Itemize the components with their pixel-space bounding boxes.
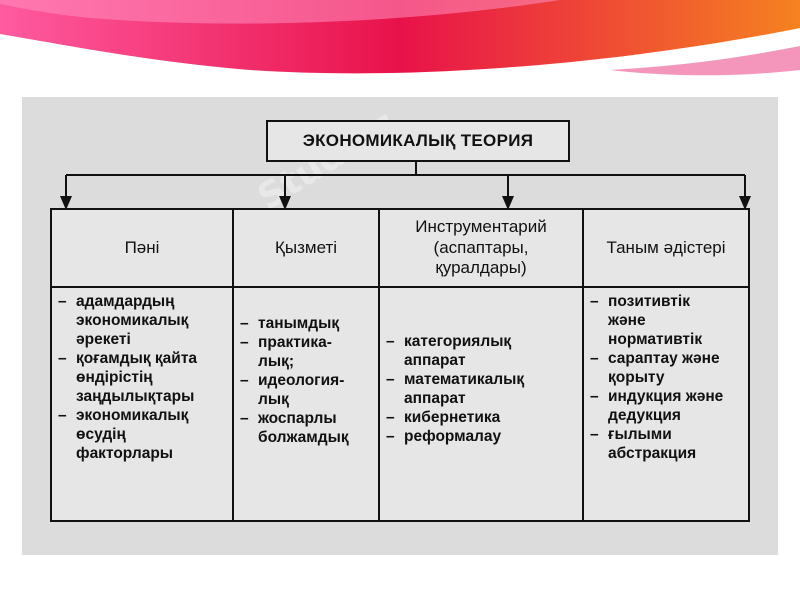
list-item: –адамдардың экономикалық әрекеті — [58, 293, 189, 348]
column-body-instrumentarii: –категориялық аппарат –математикалық апп… — [380, 288, 582, 520]
right-swoosh-shape — [610, 46, 800, 76]
column-divider — [232, 210, 234, 520]
list-item: –идеология- лық — [240, 372, 345, 408]
list-item: –кибернетика — [386, 409, 501, 426]
list-item: –позитивтік және нормативтік — [590, 293, 703, 348]
list-item: –ғылыми абстракция — [590, 426, 697, 462]
list-item: –жоспарлы болжамдық — [240, 410, 349, 446]
diagram-table: Пәні Қызметі Инструментарий (аспаптары, … — [50, 208, 750, 522]
list-item: –танымдық — [240, 315, 340, 332]
arrowhead-icon — [60, 196, 72, 210]
column-body-kyzmeti: –танымдық –практика- лық; –идеология- лы… — [234, 288, 378, 520]
list-item: –практика- лық; — [240, 334, 332, 370]
list-item: –экономикалық өсудің факторлары — [58, 407, 189, 462]
column-header-text: Қызметі — [274, 237, 338, 257]
column-body-pani: –адамдардың экономикалық әрекеті –қоғамд… — [52, 288, 232, 520]
arrowhead-icon — [502, 196, 514, 210]
column-divider — [378, 210, 380, 520]
column-body-tanym: –позитивтік және нормативтік –сараптау ж… — [584, 288, 748, 520]
arrowhead-icon — [739, 196, 751, 210]
column-header-instrumentarii: Инструментарий (аспаптары, қуралдары) — [380, 210, 582, 286]
list-item: –категориялық аппарат — [386, 333, 512, 369]
diagram-title: ЭКОНОМИКАЛЫҚ ТЕОРИЯ — [266, 120, 570, 162]
list-item: –сараптау және қорыту — [590, 350, 720, 386]
column-header-text: Инструментарий (аспаптары, қуралдары) — [415, 217, 547, 278]
column-header-text: Таным әдістері — [606, 237, 726, 257]
list-item: –қоғамдық қайта өндірістің заңдылықтары — [58, 350, 198, 405]
list-item: –индукция және дедукция — [590, 388, 724, 424]
column-divider — [582, 210, 584, 520]
column-header-tanym: Таным әдістері — [584, 210, 748, 286]
column-header-text: Пәні — [124, 237, 160, 257]
top-swoosh-highlight — [0, 0, 560, 24]
list-item: –реформалау — [386, 428, 502, 445]
list-item: –математикалық аппарат — [386, 371, 525, 407]
column-header-pani: Пәні — [52, 210, 232, 286]
column-header-kyzmeti: Қызметі — [234, 210, 378, 286]
header-divider — [52, 286, 748, 288]
arrowhead-icon — [279, 196, 291, 210]
